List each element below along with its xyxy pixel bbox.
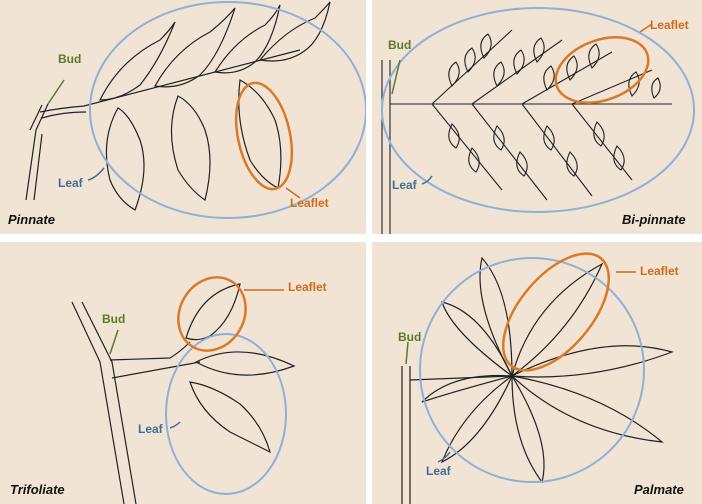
panel-palmate: Bud Leaf Leaflet Palmate (372, 242, 702, 504)
pinna-axis (432, 104, 632, 200)
leaflet-shape (186, 284, 240, 340)
panel-title: Palmate (634, 482, 684, 497)
leaflet-shape (106, 108, 144, 210)
bud-label: Bud (398, 330, 421, 344)
bi-pinnate-drawing (372, 0, 702, 234)
leaflet-shape (196, 352, 294, 375)
leaflet-shapes (422, 258, 672, 482)
leaflet-shape (155, 8, 235, 87)
panel-trifoliate: Bud Leaf Leaflet Trifoliate (0, 242, 366, 504)
leaflet-label: Leaflet (650, 18, 689, 32)
stem-line (72, 302, 136, 504)
stem-line (26, 104, 48, 200)
leaflet-outline (165, 265, 258, 363)
petiole (110, 342, 190, 360)
leaflet-label: Leaflet (288, 280, 327, 294)
palmate-drawing (372, 242, 702, 504)
leaflet-shape (172, 96, 211, 200)
pinna-axis (432, 30, 652, 104)
leaflet-label: Leaflet (640, 264, 679, 278)
panel-bi-pinnate: Bud Leaf Leaflet Bi-pinnate (372, 0, 702, 234)
bud-pointer (110, 330, 118, 354)
leaflet-shape (215, 5, 280, 73)
bud-pointer (48, 80, 64, 104)
leaflet-outline (483, 242, 628, 389)
leaf-label: Leaf (426, 464, 451, 478)
petiole (410, 376, 512, 380)
small-leaflets (449, 34, 660, 176)
leaf-pointer (170, 422, 180, 428)
panel-title: Pinnate (8, 212, 55, 227)
leaflet-shape (190, 382, 270, 452)
leaf-outline (382, 8, 694, 212)
leaf-pointer (88, 168, 104, 180)
leaflet-outline (547, 25, 658, 114)
leaflet-label: Leaflet (290, 196, 329, 210)
bud-pointer (392, 60, 400, 94)
leaflet-shape (260, 2, 330, 61)
leaf-outline (166, 334, 286, 494)
bud-pointer (406, 342, 408, 364)
leaf-label: Leaf (138, 422, 163, 436)
panel-title: Bi-pinnate (622, 212, 686, 227)
bud-label: Bud (388, 38, 411, 52)
leaflet-shape (100, 22, 175, 100)
bud-label: Bud (102, 312, 125, 326)
leaf-label: Leaf (58, 176, 83, 190)
bud-label: Bud (58, 52, 81, 66)
panel-pinnate: Bud Leaf Leaflet Pinnate (0, 0, 366, 234)
panel-title: Trifoliate (10, 482, 65, 497)
leaf-outline (90, 2, 366, 218)
stem-line (402, 366, 410, 504)
leaf-label: Leaf (392, 178, 417, 192)
